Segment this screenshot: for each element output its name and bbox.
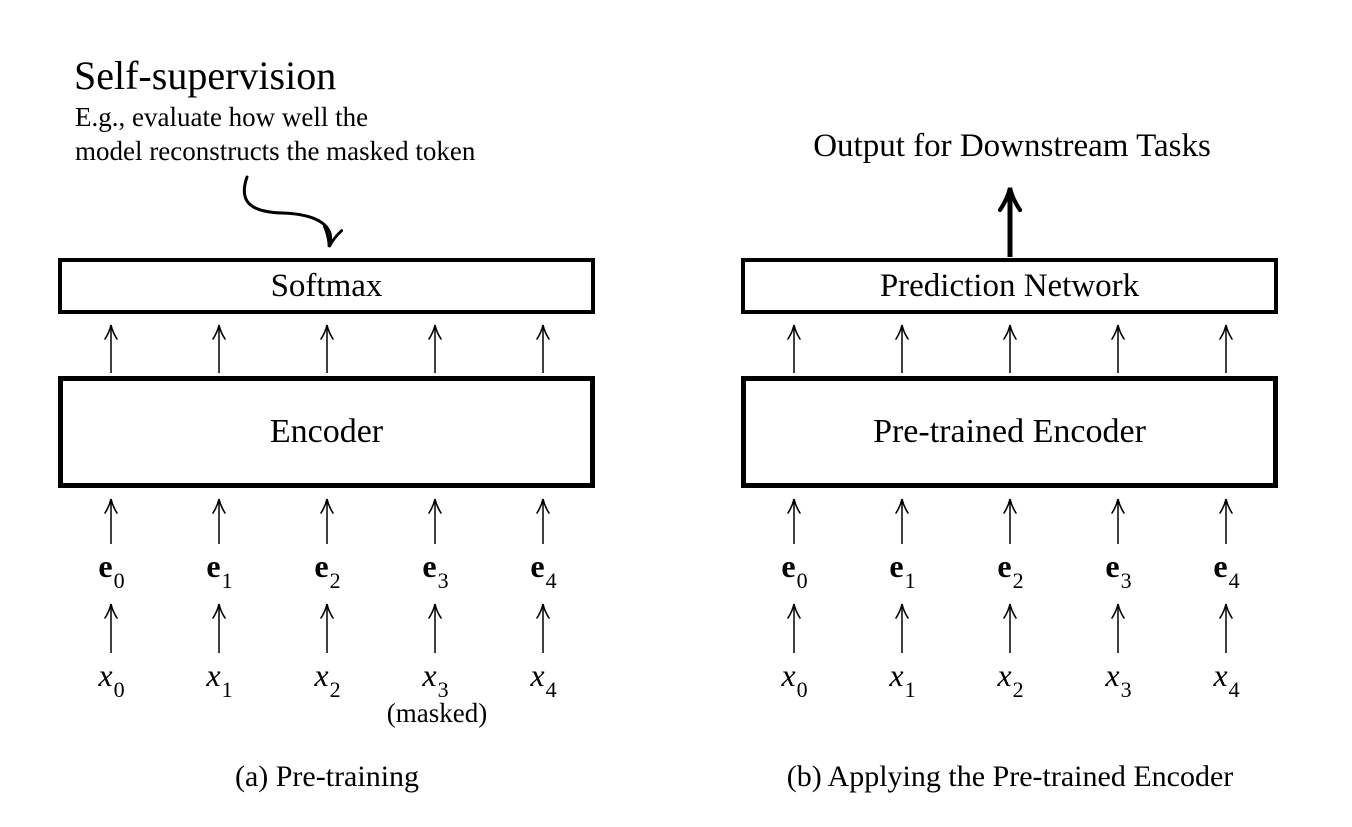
curved-annotation-arrow [242,175,330,243]
input-base: x [1213,657,1228,693]
input-sub: 3 [437,677,449,703]
caption-a: (a) Pre-training [234,760,420,793]
embedding-sub: 1 [904,568,916,594]
embedding-base: e [206,548,221,584]
input-label-x2: x2 [314,657,340,701]
embedding-label-e2: e2 [314,548,340,592]
input-base: x [206,657,221,693]
embedding-base: e [530,548,545,584]
embedding-base: e [422,548,437,584]
input-sub: 1 [904,677,916,703]
embedding-label-e3: e3 [422,548,448,592]
encoder-to-softmax-arrows [104,324,550,373]
input-sub: 2 [329,677,341,703]
embedding-to-encoder-arrows [104,498,550,544]
input-label-b-x0: x0 [781,657,807,701]
note-line-1: E.g., evaluate how well the [75,102,369,132]
embedding-sub: 3 [1120,568,1132,594]
embedding-base: e [781,548,796,584]
embedding-base: e [997,548,1012,584]
input-label-x1: x1 [206,657,232,701]
self-supervision-title: Self-supervision [74,53,337,98]
embedding-sub: 4 [1228,568,1240,594]
input-sub: 1 [221,677,233,703]
output-label: Output for Downstream Tasks [813,128,1211,164]
input-base: x [314,657,329,693]
input-base: x [997,657,1012,693]
pretrained-encoder-box-label: Pre-trained Encoder [873,413,1146,450]
input-base: x [889,657,904,693]
input-base: x [422,657,437,693]
input-label-b-x3: x3 [1105,657,1131,701]
embedding-label-e4: e4 [530,548,556,592]
input-base: x [530,657,545,693]
embedding-label-b-e0: e0 [781,548,807,592]
embedding-base: e [1213,548,1228,584]
embedding-sub: 4 [545,568,557,594]
embedding-to-encoder-arrows-b [787,498,1233,544]
embedding-label-b-e2: e2 [997,548,1023,592]
embedding-base: e [98,548,113,584]
encoder-box: Encoder [58,376,595,488]
input-label-b-x2: x2 [997,657,1023,701]
input-to-embedding-arrows [104,603,550,653]
input-base: x [98,657,113,693]
embedding-sub: 2 [329,568,341,594]
embedding-sub: 3 [437,568,449,594]
input-base: x [1105,657,1120,693]
embedding-sub: 2 [1012,568,1024,594]
input-sub: 0 [796,677,808,703]
input-label-x0: x0 [98,657,124,701]
caption-b: (b) Applying the Pre-trained Encoder [786,760,1234,793]
embedding-label-b-e1: e1 [889,548,915,592]
softmax-box: Softmax [58,258,595,314]
input-label-b-x1: x1 [889,657,915,701]
input-sub: 4 [545,677,557,703]
embedding-label-e0: e0 [98,548,124,592]
input-label-x3: x3 [422,657,448,701]
embedding-sub: 0 [113,568,125,594]
embedding-base: e [889,548,904,584]
input-sub: 0 [113,677,125,703]
note-line-2: model reconstructs the masked token [75,136,476,166]
prediction-network-box: Prediction Network [741,258,1278,314]
masked-note: (masked) [386,698,488,728]
input-sub: 4 [1228,677,1240,703]
embedding-base: e [1105,548,1120,584]
input-label-x4: x4 [530,657,556,701]
input-to-embedding-arrows-b [787,603,1233,653]
embedding-sub: 1 [221,568,233,594]
input-label-b-x4: x4 [1213,657,1239,701]
embedding-label-b-e4: e4 [1213,548,1239,592]
input-sub: 2 [1012,677,1024,703]
self-supervision-note: E.g., evaluate how well the model recons… [75,100,475,168]
input-sub: 3 [1120,677,1132,703]
prediction-network-box-label: Prediction Network [879,267,1140,304]
embedding-sub: 0 [796,568,808,594]
pretrained-encoder-box: Pre-trained Encoder [741,376,1278,488]
embedding-base: e [314,548,329,584]
input-base: x [781,657,796,693]
embedding-label-e1: e1 [206,548,232,592]
softmax-box-label: Softmax [270,267,383,304]
encoder-to-prediction-arrows [787,324,1233,373]
embedding-label-b-e3: e3 [1105,548,1131,592]
encoder-box-label: Encoder [269,413,384,450]
